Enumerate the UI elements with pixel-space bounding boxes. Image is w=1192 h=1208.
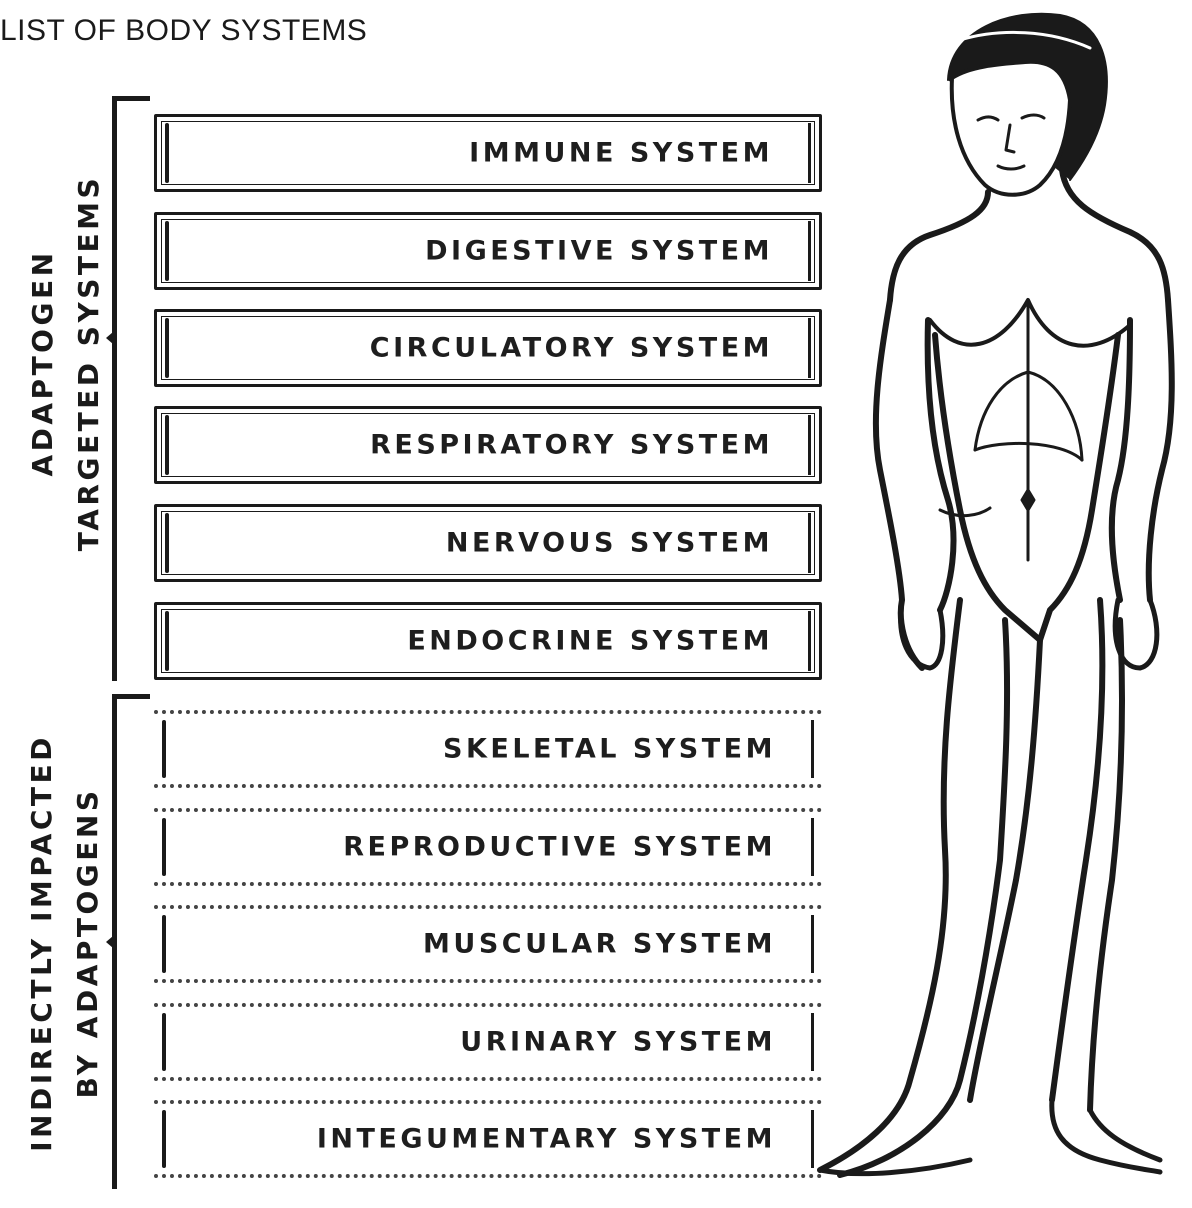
system-label: MUSCULAR SYSTEM xyxy=(423,929,776,960)
indirect-bracket xyxy=(112,694,117,1189)
system-bar: ENDOCRINE SYSTEM xyxy=(154,602,822,680)
indirect-label-line2: BY ADAPTOGENS xyxy=(65,678,111,1208)
system-bar: SKELETAL SYSTEM xyxy=(154,710,822,788)
human-figure-icon xyxy=(800,0,1192,1189)
system-bar: RESPIRATORY SYSTEM xyxy=(154,406,822,484)
system-label: IMMUNE SYSTEM xyxy=(469,138,773,169)
system-bar: CIRCULATORY SYSTEM xyxy=(154,309,822,387)
system-bar: MUSCULAR SYSTEM xyxy=(154,905,822,983)
system-bar: URINARY SYSTEM xyxy=(154,1003,822,1081)
system-label: ENDOCRINE SYSTEM xyxy=(407,626,773,657)
system-bar: INTEGUMENTARY SYSTEM xyxy=(154,1100,822,1178)
page-title: LIST OF BODY SYSTEMS xyxy=(0,14,367,48)
system-label: SKELETAL SYSTEM xyxy=(443,734,776,765)
indirect-group-label: INDIRECTLY IMPACTED BY ADAPTOGENS xyxy=(19,678,111,1208)
system-bar: IMMUNE SYSTEM xyxy=(154,114,822,192)
targeted-label-line2: TARGETED SYSTEMS xyxy=(66,163,112,563)
system-bar: REPRODUCTIVE SYSTEM xyxy=(154,808,822,886)
system-label: REPRODUCTIVE SYSTEM xyxy=(343,832,776,863)
system-bar: NERVOUS SYSTEM xyxy=(154,504,822,582)
targeted-bracket xyxy=(112,96,117,681)
system-label: RESPIRATORY SYSTEM xyxy=(370,430,773,461)
system-label: INTEGUMENTARY SYSTEM xyxy=(317,1124,776,1155)
system-label: DIGESTIVE SYSTEM xyxy=(425,236,773,267)
targeted-group-label: ADAPTOGEN TARGETED SYSTEMS xyxy=(20,163,112,563)
system-label: NERVOUS SYSTEM xyxy=(446,528,773,559)
system-label: URINARY SYSTEM xyxy=(460,1027,776,1058)
system-bar: DIGESTIVE SYSTEM xyxy=(154,212,822,290)
targeted-label-line1: ADAPTOGEN xyxy=(20,163,66,563)
system-label: CIRCULATORY SYSTEM xyxy=(370,333,773,364)
indirect-label-line1: INDIRECTLY IMPACTED xyxy=(19,678,65,1208)
